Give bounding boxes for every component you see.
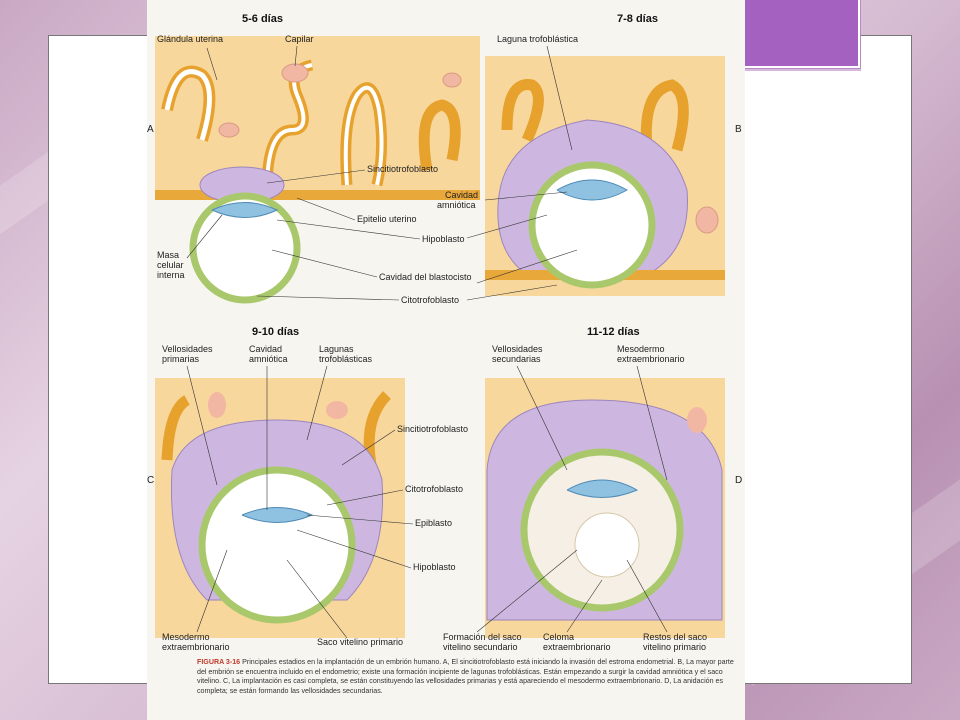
capillary (281, 63, 309, 83)
capillary (326, 401, 348, 419)
capillary (442, 72, 462, 88)
label-cavidad: amniótica (437, 200, 476, 210)
figure-page: 5-6 días A Glándula uterina Capilar Sinc… (147, 0, 745, 720)
label-sincitio: Sincitiotrofoblasto (397, 424, 468, 434)
label-hipoblasto: Hipoblasto (422, 234, 465, 244)
label-formacion: vitelino secundario (443, 642, 518, 652)
label-citotrofo: Citotrofoblasto (401, 295, 459, 305)
label-vellosidades: Vellosidades (492, 344, 543, 354)
label-lagunas: Lagunas (319, 344, 354, 354)
label-cavidad: Cavidad (249, 344, 282, 354)
capillary (218, 122, 240, 138)
label-sincitio: Sincitiotrofoblasto (367, 164, 438, 174)
label-mesodermo: extraembrionario (617, 354, 685, 364)
gland-lumen (343, 85, 384, 186)
label-mesodermo: extraembrionario (162, 642, 230, 652)
uterine-epithelium (155, 190, 480, 200)
panel-letter: A (147, 124, 154, 135)
panel-title: 5-6 días (242, 13, 283, 25)
panel-a: 5-6 días A Glándula uterina Capilar Sinc… (147, 13, 480, 305)
implantation-figure: 5-6 días A Glándula uterina Capilar Sinc… (147, 13, 742, 652)
panel-letter: B (735, 124, 742, 135)
amniotic-cavity (556, 179, 629, 201)
secondary-yolk-sac (574, 512, 640, 578)
cytotrophoblast-ring (198, 466, 356, 624)
label-formacion: Formación del saco (443, 632, 522, 642)
uterine-gland (418, 99, 461, 171)
figure-caption: FIGURA 3-16 Principales estadios en la i… (197, 658, 737, 696)
gland-lumen (164, 69, 212, 141)
label-mesodermo: Mesodermo (162, 632, 210, 642)
capillary (687, 407, 707, 433)
label-cavidad: amniótica (249, 354, 288, 364)
label-masa: celular (157, 260, 184, 270)
label-hipoblasto: Hipoblasto (413, 562, 456, 572)
panel-title: 9-10 días (252, 326, 299, 338)
panel-title: 11-12 días (587, 326, 640, 338)
panel-b: 7-8 días B Laguna trofoblástica Cavidad … (437, 13, 742, 301)
uterine-gland (640, 79, 689, 152)
label-citotrofo: Citotrofoblasto (405, 484, 463, 494)
blastocyst (189, 192, 301, 304)
label-mesodermo: Mesodermo (617, 344, 665, 354)
label-masa: interna (157, 270, 185, 280)
panel-letter: C (147, 475, 154, 486)
amniotic-cavity (566, 479, 639, 498)
label-epiblasto: Epiblasto (415, 518, 452, 528)
label-cavidad: Cavidad del blastocisto (379, 272, 472, 282)
label-vellosidades: Vellosidades (162, 344, 213, 354)
inner-cell-mass (211, 202, 279, 218)
label-capilar: Capilar (285, 34, 314, 44)
panel-d: 11-12 días D Vellosidades secundarias Me… (443, 326, 742, 652)
capillary (208, 392, 226, 418)
label-masa: Masa (157, 250, 179, 260)
label-restos: Restos del saco (643, 632, 707, 642)
caption-heading: FIGURA 3-16 (197, 658, 241, 666)
label-vellosidades: primarias (162, 354, 200, 364)
uterine-gland (501, 79, 544, 143)
label-glandula: Glándula uterina (157, 34, 223, 44)
epiblast (241, 507, 314, 523)
label-epitelio: Epitelio uterino (357, 214, 417, 224)
uterine-gland (161, 395, 191, 461)
caption-text: Principales estadios en la implantación … (197, 658, 734, 695)
label-cavidad: Cavidad (445, 190, 478, 200)
capillary (695, 206, 719, 234)
panel-title: 7-8 días (617, 13, 658, 25)
panel-c: 9-10 días C Vellosidades primarias Cavid… (147, 326, 468, 652)
panel-letter: D (735, 475, 742, 486)
label-celoma: Celoma (543, 632, 574, 642)
label-laguna: Laguna trofoblástica (497, 34, 578, 44)
label-saco: Saco vitelino primario (317, 637, 403, 647)
label-lagunas: trofoblásticas (319, 354, 373, 364)
label-vellosidades: secundarias (492, 354, 541, 364)
label-celoma: extraembrionario (543, 642, 611, 652)
label-restos: vitelino primario (643, 642, 706, 652)
